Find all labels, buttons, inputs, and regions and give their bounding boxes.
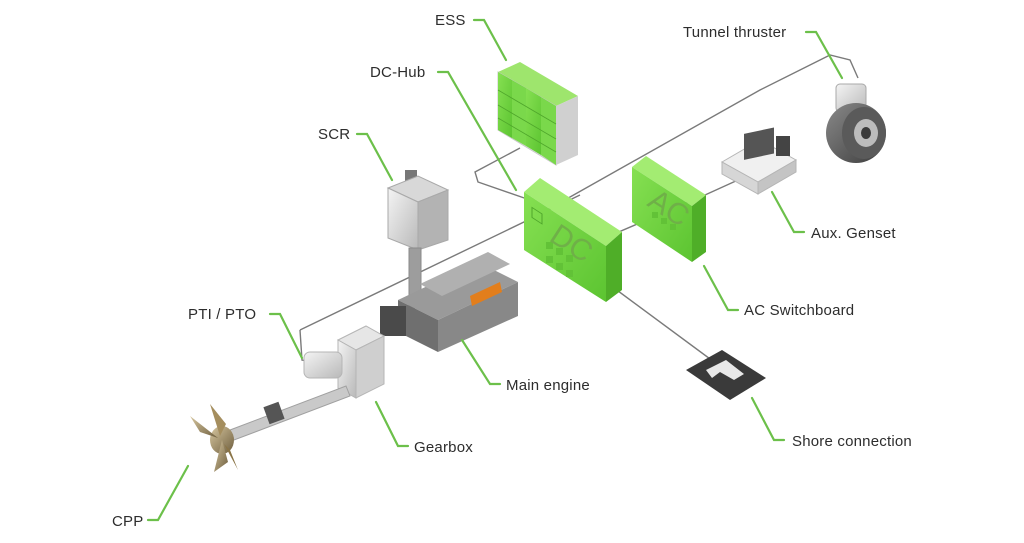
label-gearbox: Gearbox: [414, 439, 473, 456]
scr-icon: [386, 170, 450, 309]
shore-connection-icon: [686, 350, 766, 400]
main-engine-icon: [380, 252, 518, 352]
ac-switchboard-box: [632, 156, 706, 262]
label-pti-pto: PTI / PTO: [188, 306, 257, 323]
label-scr: SCR: [318, 126, 351, 143]
leader-lines: [146, 18, 844, 522]
label-ac-switchboard: AC Switchboard: [744, 302, 855, 319]
label-dc-hub: DC-Hub: [370, 64, 426, 81]
cpp-propeller-icon: [190, 404, 238, 472]
pti-pto-icon: [303, 351, 343, 379]
dc-hub-box: [524, 178, 622, 302]
ess-battery-icon: [497, 62, 578, 166]
label-main-engine: Main engine: [506, 377, 590, 394]
tunnel-thruster-icon: [826, 83, 886, 163]
gearbox-icon: [336, 325, 386, 399]
shore-label-clip: Shore connection: [792, 433, 912, 450]
label-aux-genset: Aux. Genset: [811, 225, 896, 242]
aux-genset-icon: [720, 127, 798, 195]
label-tunnel-thruster: Tunnel thruster: [683, 24, 787, 41]
label-ess: ESS: [435, 12, 466, 29]
label-shore-connection: Shore connection: [792, 433, 912, 450]
label-cpp: CPP: [112, 513, 144, 530]
